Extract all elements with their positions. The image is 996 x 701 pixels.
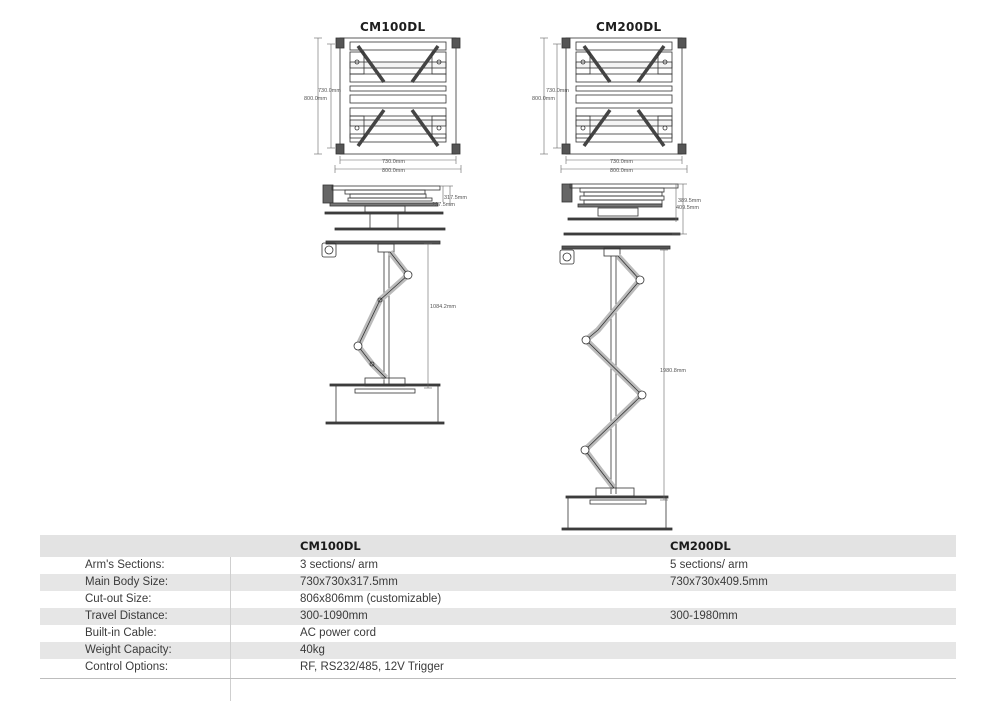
row-value-cm100dl: 300-1090mm — [300, 610, 368, 622]
dim-cm100-closed-a: 317.5mm — [444, 195, 467, 201]
dim-cm200-closed-a: 389.5mm — [678, 198, 701, 204]
row-value-cm100dl: 40kg — [300, 644, 325, 656]
technical-drawings: 800.0mm 730.0mm 730.0mm 800.0mm 317.5mm … — [304, 36, 701, 531]
row-value-cm100dl: RF, RS232/485, 12V Trigger — [300, 661, 444, 673]
dim-cm200-top-width-inner: 730.0mm — [610, 159, 633, 165]
header-cm200dl: CM200DL — [670, 539, 731, 553]
dim-cm100-top-width-inner: 730.0mm — [382, 159, 405, 165]
dim-cm100-top-height-inner: 730.0mm — [318, 88, 341, 94]
row-value-cm100dl: 3 sections/ arm — [300, 559, 378, 571]
row-value-cm100dl: 806x806mm (customizable) — [300, 593, 442, 605]
header-cm100dl: CM100DL — [300, 539, 361, 553]
table-row: Travel Distance: 300-1090mm 300-1980mm — [40, 608, 956, 625]
model-title-cm200dl: CM200DL — [596, 20, 662, 34]
column-divider — [230, 557, 231, 701]
table-bottom-rule — [40, 678, 956, 679]
row-value-cm100dl: 730x730x317.5mm — [300, 576, 398, 588]
dim-cm100-top-height-outer: 800.0mm — [304, 96, 327, 102]
model-title-cm100dl: CM100DL — [360, 20, 426, 34]
row-label: Weight Capacity: — [85, 644, 172, 656]
dim-cm200-travel: 1980.8mm — [660, 368, 686, 374]
row-label: Main Body Size: — [85, 576, 169, 588]
dim-cm100-closed-b: 297.5mm — [432, 202, 455, 208]
dim-cm100-travel: 1084.2mm — [430, 304, 456, 310]
table-row: Cut-out Size: 806x806mm (customizable) — [40, 591, 956, 608]
table-row: Weight Capacity: 40kg — [40, 642, 956, 659]
row-label: Built-in Cable: — [85, 627, 157, 639]
dim-cm200-top-width-outer: 800.0mm — [610, 168, 633, 174]
dim-cm200-top-height-inner: 730.0mm — [546, 88, 569, 94]
row-label: Cut-out Size: — [85, 593, 152, 605]
row-value-cm200dl: 5 sections/ arm — [670, 559, 748, 571]
table-row: Main Body Size: 730x730x317.5mm 730x730x… — [40, 574, 956, 591]
row-label: Travel Distance: — [85, 610, 168, 622]
row-label: Control Options: — [85, 661, 169, 673]
dim-cm200-closed-b: 409.5mm — [676, 205, 699, 211]
row-value-cm200dl: 730x730x409.5mm — [670, 576, 768, 588]
dim-cm100-top-width-outer: 800.0mm — [382, 168, 405, 174]
dim-cm200-top-height-outer: 800.0mm — [532, 96, 555, 102]
row-value-cm100dl: AC power cord — [300, 627, 377, 639]
table-row: Built-in Cable: AC power cord — [40, 625, 956, 642]
row-label: Arm's Sections: — [85, 559, 165, 571]
row-value-cm200dl: 300-1980mm — [670, 610, 738, 622]
table-row: Arm's Sections: 3 sections/ arm 5 sectio… — [40, 557, 956, 574]
table-row: Control Options: RF, RS232/485, 12V Trig… — [40, 659, 956, 676]
spec-table-header: CM100DL CM200DL — [40, 535, 956, 557]
